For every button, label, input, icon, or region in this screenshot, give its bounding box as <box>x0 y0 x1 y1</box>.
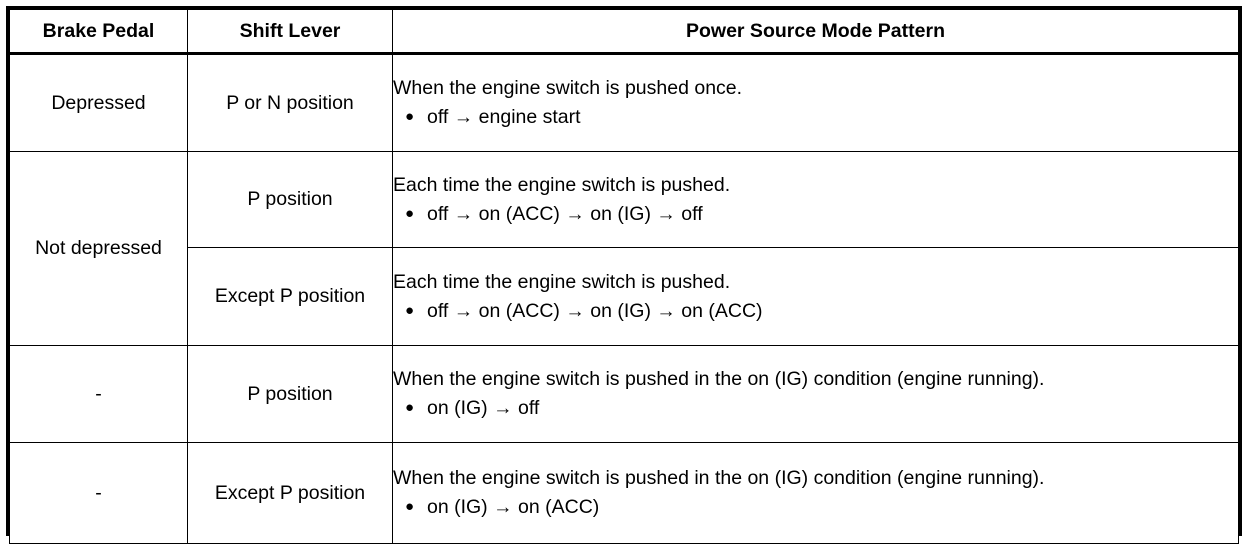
mode-bullet-line: ● off → on (ACC) → on (IG) → off <box>393 202 1238 227</box>
cell-brake-pedal: Not depressed <box>9 151 188 346</box>
mode-sequence: off → on (ACC) → on (IG) → off <box>427 202 703 225</box>
cell-shift-lever: Except P position <box>187 442 393 544</box>
cell-shift-lever: P position <box>187 345 393 443</box>
cell-power-source-mode-pattern: Each time the engine switch is pushed. ●… <box>392 247 1239 346</box>
table-row: Except P position Each time the engine s… <box>10 247 1239 346</box>
cell-brake-pedal: - <box>9 345 188 443</box>
cell-shift-lever: P position <box>187 151 393 248</box>
table-row: Not depressed P position Each time the e… <box>9 151 1239 346</box>
bullet-icon: ● <box>405 498 415 515</box>
cell-shift-lever: Except P position <box>187 247 393 346</box>
table-row: - Except P position When the engine swit… <box>9 442 1239 544</box>
cell-brake-pedal: Depressed <box>9 53 188 152</box>
bullet-icon: ● <box>405 301 415 319</box>
mode-sequence: on (IG) → off <box>427 397 540 419</box>
cell-power-source-mode-pattern: When the engine switch is pushed once. ●… <box>392 53 1239 152</box>
table-header: Brake Pedal Shift Lever Power Source Mod… <box>9 9 1239 55</box>
table-row: Depressed P or N position When the engin… <box>9 53 1239 152</box>
mode-bullet-line: ● off → on (ACC) → on (IG) → on (ACC) <box>393 299 1238 324</box>
cell-power-source-mode-pattern: Each time the engine switch is pushed. ●… <box>392 151 1239 248</box>
mode-title: Each time the engine switch is pushed. <box>393 173 731 196</box>
cell-shift-lever: P or N position <box>187 53 393 152</box>
cell-power-source-mode-pattern: When the engine switch is pushed in the … <box>392 442 1239 544</box>
column-header-power-source-mode-pattern: Power Source Mode Pattern <box>392 9 1239 55</box>
cell-brake-pedal: - <box>9 442 188 544</box>
power-source-mode-table: Brake Pedal Shift Lever Power Source Mod… <box>9 9 1239 544</box>
power-source-mode-table-container: Brake Pedal Shift Lever Power Source Mod… <box>6 6 1242 544</box>
column-header-shift-lever: Shift Lever <box>187 9 393 55</box>
cell-power-source-mode-pattern: When the engine switch is pushed in the … <box>392 345 1239 443</box>
mode-bullet-line: ● on (IG) → off <box>393 396 1238 421</box>
bullet-icon: ● <box>405 108 415 125</box>
mode-title: When the engine switch is pushed in the … <box>393 467 1045 490</box>
mode-title: Each time the engine switch is pushed. <box>393 270 731 293</box>
mode-sequence: off → engine start <box>427 106 581 128</box>
table-row: - P position When the engine switch is p… <box>9 345 1239 443</box>
mode-bullet-line: ● on (IG) → on (ACC) <box>393 495 1238 520</box>
bullet-icon: ● <box>405 204 415 222</box>
table-header-row: Brake Pedal Shift Lever Power Source Mod… <box>9 9 1239 55</box>
mode-bullet-line: ● off → engine start <box>393 105 1238 130</box>
column-header-brake-pedal: Brake Pedal <box>9 9 188 55</box>
mode-sequence: off → on (ACC) → on (IG) → on (ACC) <box>427 299 763 322</box>
mode-title: When the engine switch is pushed in the … <box>393 368 1045 391</box>
mode-sequence: on (IG) → on (ACC) <box>427 496 600 518</box>
mode-title: When the engine switch is pushed once. <box>393 77 743 100</box>
bullet-icon: ● <box>405 399 415 416</box>
table-body: Depressed P or N position When the engin… <box>9 53 1239 544</box>
